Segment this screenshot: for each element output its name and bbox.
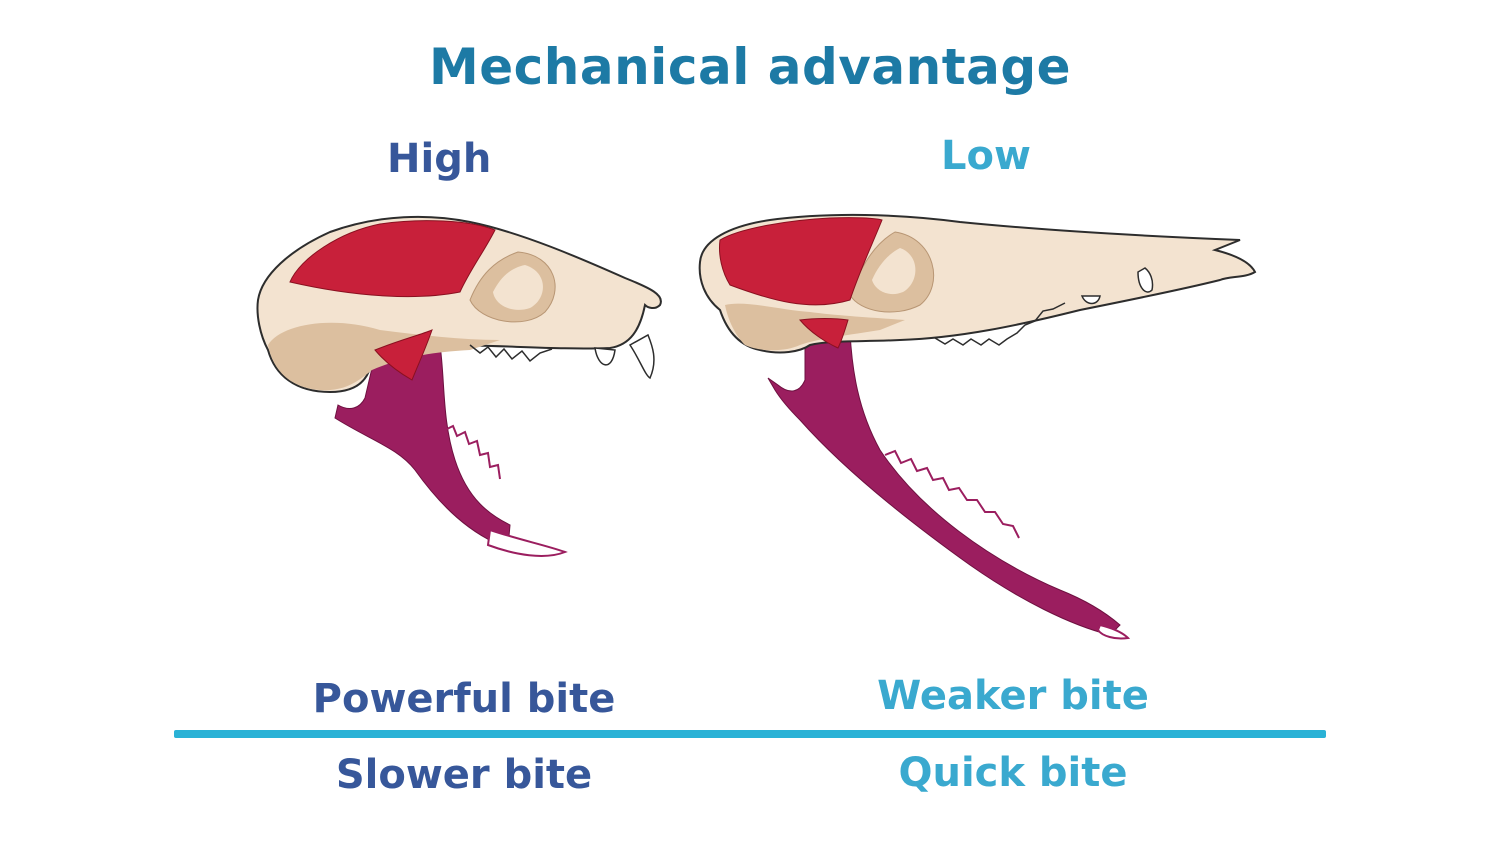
muscle-high <box>289 220 496 298</box>
jaw-teeth-low <box>884 449 1020 539</box>
jaw-low <box>767 331 1121 636</box>
orbit-inner-high <box>493 265 543 310</box>
label-weaker-bite: Weaker bite <box>877 673 1149 719</box>
skull-low <box>698 213 1257 640</box>
skull-high <box>256 215 662 557</box>
molar-low-1 <box>1080 295 1101 305</box>
divider-line <box>174 730 1326 738</box>
upper-teeth-high <box>469 344 553 363</box>
heading-low: Low <box>941 133 1031 179</box>
orbit-inner-low <box>872 248 916 295</box>
front-canine-high <box>628 333 655 380</box>
muscle-low <box>719 217 883 306</box>
masseter-high <box>374 329 433 381</box>
label-slower-bite: Slower bite <box>335 752 593 798</box>
incisor-low <box>1096 623 1131 640</box>
label-powerful-bite: Powerful bite <box>312 676 616 722</box>
canine-low <box>1137 267 1154 293</box>
jaw-teeth-high <box>444 424 501 480</box>
canine-high <box>594 347 616 366</box>
upper-teeth-low <box>934 302 1066 346</box>
masseter-low <box>799 318 849 349</box>
incisor-high <box>486 528 568 557</box>
heading-high: High <box>387 136 492 182</box>
label-quick-bite: Quick bite <box>898 750 1128 796</box>
diagram-title: Mechanical advantage <box>428 38 1072 96</box>
